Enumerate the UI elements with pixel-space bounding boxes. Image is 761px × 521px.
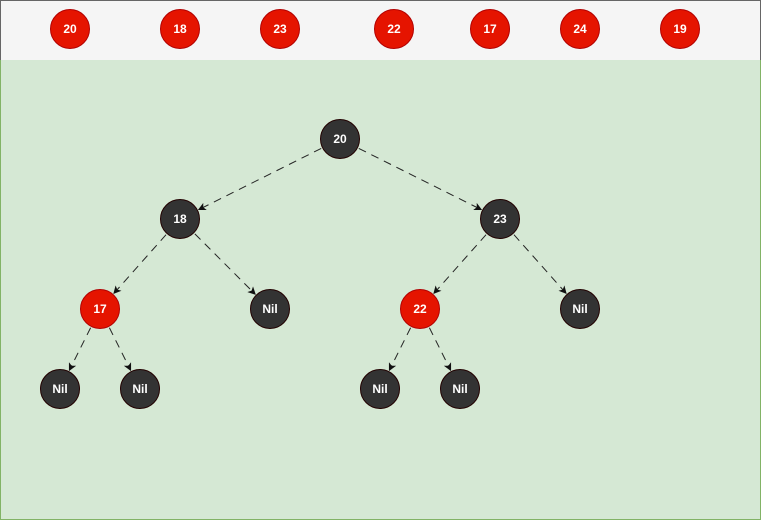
edge-n22-nil22r — [428, 327, 452, 372]
edge-n23-nil23r — [513, 234, 567, 295]
edge-n23-n22 — [433, 234, 487, 295]
tree-node-nil22r[interactable]: Nil — [440, 369, 480, 409]
edge-n18-n17 — [113, 234, 167, 295]
tree-node-n17[interactable]: 17 — [80, 289, 120, 329]
tree-node-n23[interactable]: 23 — [480, 199, 520, 239]
node-label: Nil — [132, 382, 148, 396]
node-label: 20 — [63, 22, 77, 36]
node-label: 23 — [493, 212, 507, 226]
tree-node-n22[interactable]: 22 — [400, 289, 440, 329]
edge-n22-nil22l — [388, 327, 412, 372]
node-label: 23 — [273, 22, 287, 36]
node-label: 18 — [173, 22, 187, 36]
node-label: 17 — [93, 302, 107, 316]
edge-n17-nil17l — [68, 327, 92, 372]
tree-node-nil23r[interactable]: Nil — [560, 289, 600, 329]
node-label: Nil — [452, 382, 468, 396]
tree-node-nil17l[interactable]: Nil — [40, 369, 80, 409]
tree-node-nil17r[interactable]: Nil — [120, 369, 160, 409]
node-label: 22 — [387, 22, 401, 36]
sequence-node-20[interactable]: 20 — [50, 9, 90, 49]
edge-n20-n23 — [358, 147, 483, 211]
tree-node-n20[interactable]: 20 — [320, 119, 360, 159]
edge-n18-nil18r — [194, 233, 256, 295]
edge-n20-n18 — [197, 147, 322, 211]
sequence-node-24[interactable]: 24 — [560, 9, 600, 49]
node-label: 20 — [333, 132, 347, 146]
node-label: 22 — [413, 302, 427, 316]
node-label: 18 — [173, 212, 187, 226]
tree-node-nil18r[interactable]: Nil — [250, 289, 290, 329]
node-label: Nil — [52, 382, 68, 396]
tree-canvas — [0, 60, 761, 520]
node-label: 17 — [483, 22, 497, 36]
tree-node-n18[interactable]: 18 — [160, 199, 200, 239]
node-label: Nil — [262, 302, 278, 316]
node-label: Nil — [572, 302, 588, 316]
sequence-node-17[interactable]: 17 — [470, 9, 510, 49]
sequence-node-19[interactable]: 19 — [660, 9, 700, 49]
node-label: 24 — [573, 22, 587, 36]
edge-n17-nil17r — [108, 327, 132, 372]
node-label: Nil — [372, 382, 388, 396]
sequence-node-23[interactable]: 23 — [260, 9, 300, 49]
tree-node-nil22l[interactable]: Nil — [360, 369, 400, 409]
node-label: 19 — [673, 22, 687, 36]
sequence-node-18[interactable]: 18 — [160, 9, 200, 49]
sequence-node-22[interactable]: 22 — [374, 9, 414, 49]
